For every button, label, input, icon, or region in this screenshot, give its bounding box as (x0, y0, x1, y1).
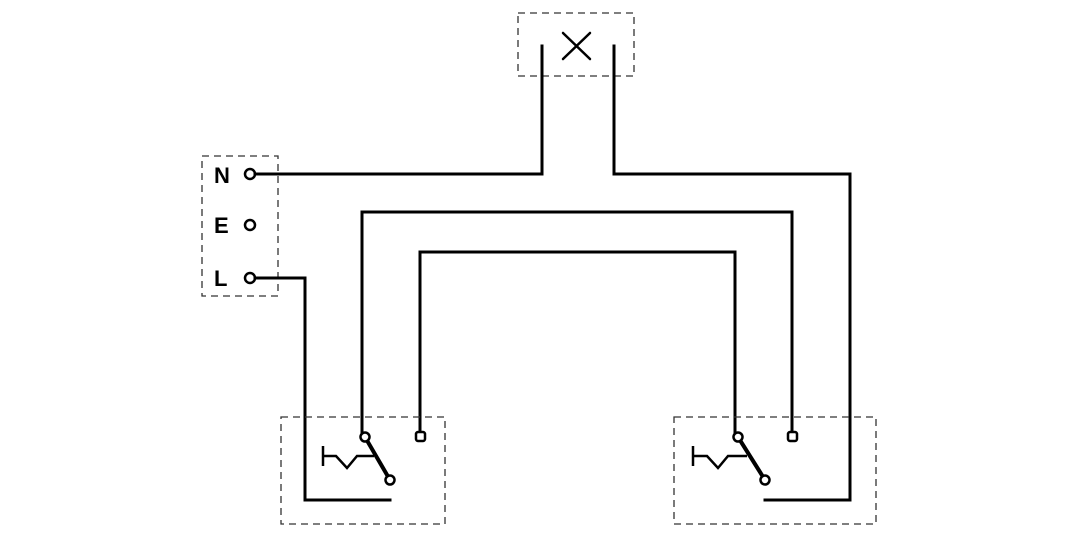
switch-1-enclosure (280, 416, 446, 525)
lamp-cross-icon (561, 31, 592, 61)
switch-1 (280, 416, 446, 525)
terminal-e-label: E (214, 213, 229, 238)
wire-strapper-1 (360, 210, 794, 437)
wire-strapper-2 (418, 250, 737, 437)
wire-lamp-switched (612, 44, 852, 502)
wires (253, 44, 852, 502)
switch-1-common-contact (384, 474, 396, 486)
lamp (517, 12, 635, 77)
wire-neutral (253, 44, 544, 176)
switch-1-strapper-contact-a (359, 431, 371, 443)
switch-1-lever (363, 435, 392, 482)
switch-1-actuator-icon (323, 454, 374, 470)
terminal-n-label: N (214, 163, 230, 188)
switch-2-strapper-contact-b (786, 430, 799, 443)
switch-2-lever (736, 435, 767, 482)
switch-2-common-contact (759, 474, 771, 486)
switch-1-strapper-contact-b (414, 430, 427, 443)
switch-2-enclosure (673, 416, 877, 525)
terminal-e-contact (243, 218, 257, 232)
switch-2 (673, 416, 877, 525)
switch-2-actuator-icon (693, 454, 747, 470)
lamp-enclosure (517, 12, 635, 77)
supply-terminal-block: N E L (201, 155, 279, 297)
switch-2-strapper-contact-a (732, 431, 744, 443)
wire-live (253, 276, 392, 502)
supply-enclosure (201, 155, 279, 297)
terminal-l-label: L (214, 266, 227, 291)
